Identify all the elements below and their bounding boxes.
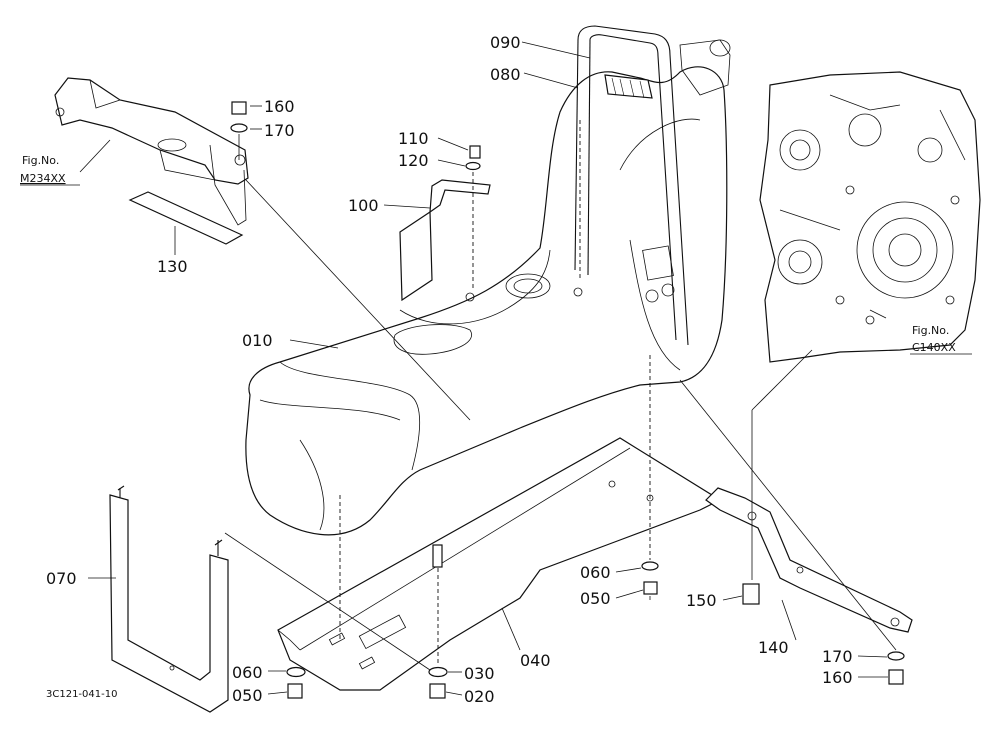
label-070: 070 <box>46 569 77 588</box>
spacer-150 <box>742 583 760 605</box>
label-160-lower: 160 <box>822 668 853 687</box>
drawing-code: 3C121-041-10 <box>46 689 117 700</box>
figure-refs: Fig.No. M234XX Fig.No. C140XX 3C121-041-… <box>20 154 972 700</box>
fuel-tank <box>245 39 731 536</box>
label-170-lower: 170 <box>822 647 853 666</box>
fig-ref-left: M234XX <box>20 172 66 185</box>
fig-label-left: Fig.No. <box>22 154 59 167</box>
label-100: 100 <box>348 196 379 215</box>
washer-030 <box>428 666 448 678</box>
part-labels: 090 080 160 170 110 120 100 130 010 070 … <box>46 33 853 706</box>
label-020: 020 <box>464 687 495 706</box>
label-120: 120 <box>398 151 429 170</box>
label-140: 140 <box>758 638 789 657</box>
label-150: 150 <box>686 591 717 610</box>
nut-050-mid <box>643 581 658 595</box>
label-050-mid: 050 <box>580 589 611 608</box>
fig-ref-right: C140XX <box>912 341 956 354</box>
washer-060-low <box>286 666 306 678</box>
label-060-mid: 060 <box>580 563 611 582</box>
label-110: 110 <box>398 129 429 148</box>
bolt-110 <box>469 145 481 159</box>
nut-050-low <box>287 683 303 699</box>
label-130: 130 <box>157 257 188 276</box>
strap-pad <box>604 74 653 99</box>
label-050-low: 050 <box>232 686 263 705</box>
tank-strap <box>574 25 689 346</box>
washer-060-mid <box>641 561 659 571</box>
upper-bracket-assembly <box>54 77 249 226</box>
stud <box>432 544 443 568</box>
label-030: 030 <box>464 664 495 683</box>
label-010: 010 <box>242 331 273 350</box>
hardware <box>230 101 905 699</box>
label-160-upper: 160 <box>264 97 295 116</box>
washer-120 <box>465 161 481 171</box>
label-090: 090 <box>490 33 521 52</box>
nut-020 <box>429 683 446 699</box>
label-170-upper: 170 <box>264 121 295 140</box>
tank-bracket <box>399 179 491 302</box>
u-frame <box>109 485 229 713</box>
transmission-case <box>759 71 981 363</box>
tank-tray <box>277 437 722 691</box>
leader-lines <box>79 41 888 696</box>
washer-170-lower <box>887 651 905 661</box>
label-060-low: 060 <box>232 663 263 682</box>
plate <box>128 191 244 245</box>
washer-170-upper <box>230 123 248 133</box>
assembly-lines <box>224 120 897 671</box>
nut-160-lower <box>888 669 904 685</box>
right-bracket <box>705 487 913 633</box>
fig-label-right: Fig.No. <box>912 324 949 337</box>
label-040: 040 <box>520 651 551 670</box>
label-080: 080 <box>490 65 521 84</box>
nut-160-upper <box>231 101 247 115</box>
